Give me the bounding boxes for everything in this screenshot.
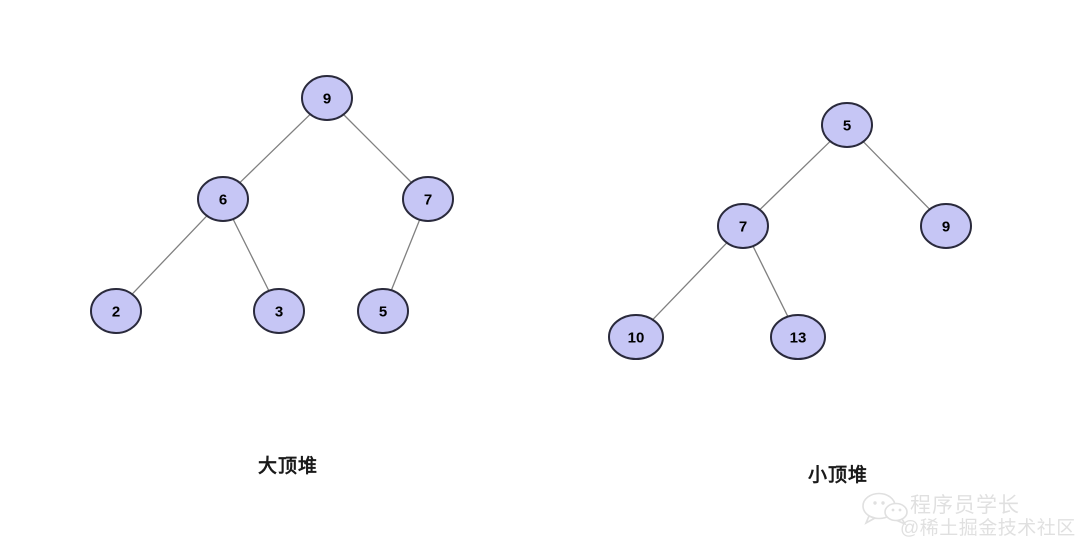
tree-edge: [343, 114, 412, 183]
tree-node[interactable]: 9: [301, 75, 353, 121]
tree-node[interactable]: 9: [920, 203, 972, 249]
tree-edge: [232, 218, 270, 292]
tree-node[interactable]: 5: [821, 102, 873, 148]
tree-node-circle: [197, 176, 249, 222]
tree-edge: [752, 245, 789, 317]
caption-max-heap: 大顶堆: [258, 456, 319, 477]
caption-min-heap: 小顶堆: [808, 465, 869, 486]
tree-edge: [652, 242, 728, 321]
tree-node-circle: [920, 203, 972, 249]
tree-node[interactable]: 5: [357, 288, 409, 334]
tree-edge: [759, 140, 831, 211]
tree-node-circle: [357, 288, 409, 334]
tree-node[interactable]: 2: [90, 288, 142, 334]
tree-edge: [131, 215, 208, 295]
tree-node-circle: [402, 176, 454, 222]
edges-layer: [131, 113, 931, 321]
tree-node[interactable]: 10: [608, 314, 664, 360]
tree-node-circle: [90, 288, 142, 334]
tree-edge: [390, 219, 421, 291]
nodes-layer: 9 6 7 2 3 5 5 7 9 10 13: [90, 75, 972, 360]
tree-edge: [239, 113, 311, 184]
tree-node[interactable]: 7: [717, 203, 769, 249]
tree-node-circle: [717, 203, 769, 249]
tree-node[interactable]: 6: [197, 176, 249, 222]
tree-node[interactable]: 13: [770, 314, 826, 360]
tree-edge: [862, 141, 931, 210]
tree-node-circle: [770, 314, 826, 360]
tree-node[interactable]: 3: [253, 288, 305, 334]
tree-node[interactable]: 7: [402, 176, 454, 222]
tree-node-circle: [608, 314, 664, 360]
tree-node-circle: [301, 75, 353, 121]
tree-node-circle: [821, 102, 873, 148]
tree-node-circle: [253, 288, 305, 334]
